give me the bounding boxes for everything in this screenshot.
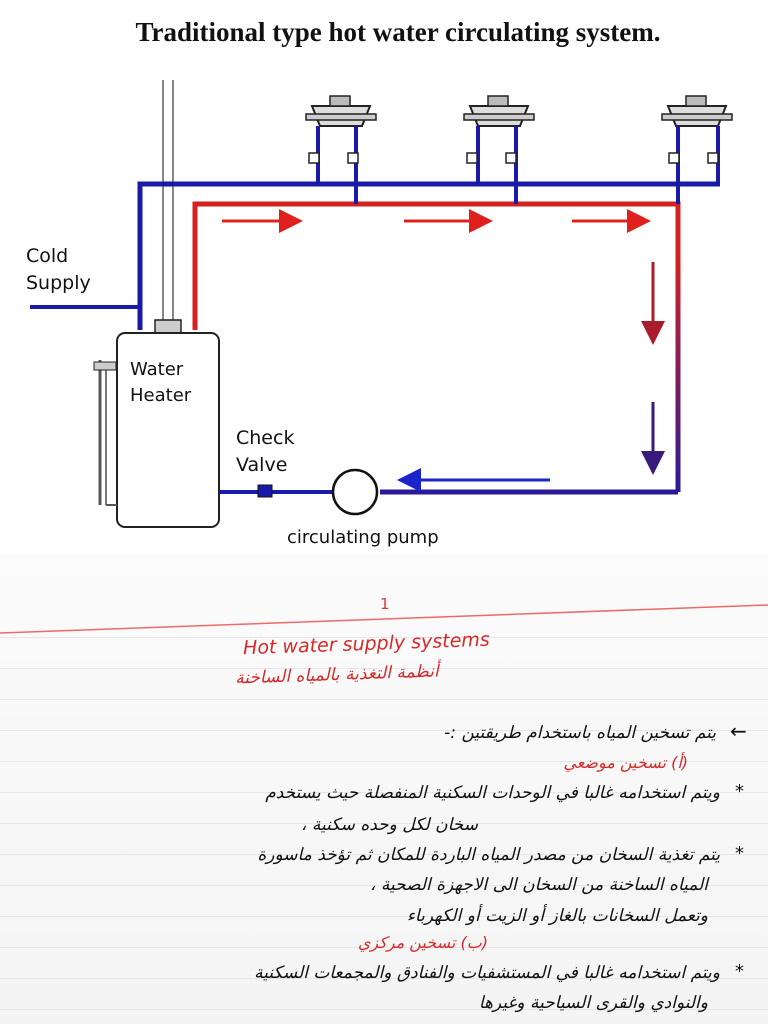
ruled-line: [0, 823, 768, 824]
flow-arrows: [222, 209, 665, 492]
arrow-mark: ←: [730, 719, 747, 743]
hot-supply-pipe: [192, 201, 681, 330]
fixture-2: [463, 95, 535, 204]
cold-supply-label-1: Cold: [26, 245, 68, 267]
diagram-title: Traditional type hot water circulating s…: [136, 17, 661, 47]
circulating-pump-label: circulating pump: [287, 527, 439, 548]
b-point1-line1: ويتم استخدامه غالبا في المستشفيات والفنا…: [254, 963, 720, 983]
method-a-heading: (أ) تسخين موضعي: [563, 753, 688, 772]
handwritten-notes: 1 Hot water supply systems أنظمة التغذية…: [0, 555, 768, 1024]
a-point1-line2: سخان لكل وحده سكنية ،: [301, 815, 478, 835]
return-pipe: [220, 260, 681, 495]
a-point2-line2: المياه الساخنة من السخان الى الاجهزة الص…: [370, 875, 708, 895]
a-point2-line1: يتم تغذية السخان من مصدر المياه الباردة …: [257, 845, 720, 865]
a-point1-line1: ويتم استخدامه غالبا في الوحدات السكنية ا…: [265, 783, 720, 803]
ruled-line: [0, 792, 768, 793]
ruled-line: [0, 854, 768, 855]
fixture-1: [305, 95, 377, 204]
fixture-3: [661, 95, 733, 204]
check-valve-label-1: Check: [236, 427, 294, 449]
check-valve-label-2: Valve: [236, 454, 287, 476]
bullet-1: *: [735, 781, 744, 802]
bullet-2: *: [735, 843, 744, 864]
ruled-line: [0, 637, 768, 638]
ruled-line: [0, 978, 768, 979]
hot-water-diagram: Traditional type hot water circulating s…: [26, 17, 733, 548]
intro-line: يتم تسخين المياه باستخدام طريقتين :-: [444, 723, 716, 743]
method-b-heading: (ب) تسخين مركزي: [357, 933, 488, 952]
flue-pipe: [162, 80, 174, 322]
circulating-pump: [331, 468, 379, 516]
bullet-3: *: [735, 961, 744, 982]
a-point2-line3: وتعمل السخانات بالغاز أو الزيت أو الكهرب…: [406, 906, 708, 926]
water-heater: Water Heater: [93, 319, 220, 528]
margin-line: [0, 604, 768, 634]
ruled-line: [0, 947, 768, 948]
ruled-line: [0, 668, 768, 669]
ruled-line: [0, 699, 768, 700]
b-point1-line2: والنوادي والقرى السياحية وغيرها: [478, 993, 708, 1013]
ruled-line: [0, 1009, 768, 1010]
ruled-line: [0, 761, 768, 762]
water-heater-label-1: Water: [130, 359, 184, 380]
diagram-canvas: Traditional type hot water circulating s…: [26, 17, 733, 548]
page-number: 1: [380, 595, 390, 613]
water-heater-label-2: Heater: [130, 385, 192, 406]
cold-supply-label-2: Supply: [26, 272, 91, 294]
cold-supply-pipe: [30, 181, 720, 330]
ruled-line: [0, 916, 768, 917]
ruled-line: [0, 730, 768, 731]
ruled-line: [0, 885, 768, 886]
check-valve: [257, 484, 273, 498]
